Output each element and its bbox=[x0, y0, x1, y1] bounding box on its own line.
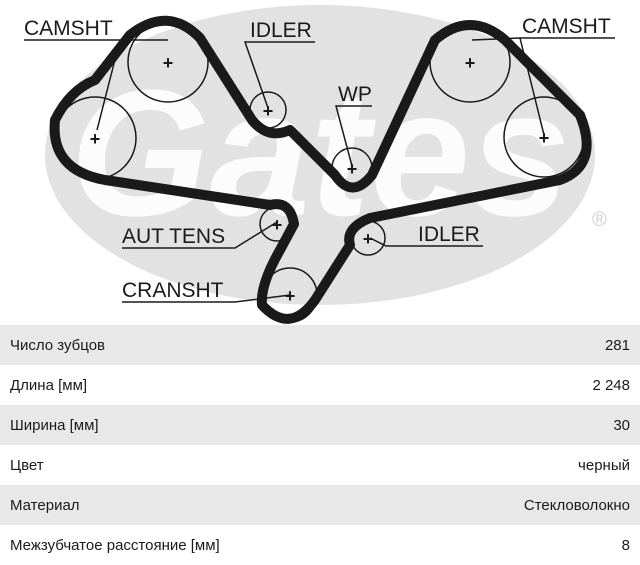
belt-diagram-svg: Gates ® + + + + + + + + + bbox=[24, 5, 615, 324]
spec-row-color: Цвет черный bbox=[0, 445, 640, 485]
plus-icon: + bbox=[465, 53, 476, 73]
timing-belt bbox=[49, 15, 592, 324]
spec-value: черный bbox=[578, 456, 630, 474]
spec-value: 30 bbox=[613, 416, 630, 434]
label-crankshaft: CRANSHT bbox=[122, 279, 224, 302]
spec-value: 2 248 bbox=[592, 376, 630, 394]
label-camshaft-left: CAMSHT bbox=[24, 17, 113, 40]
spec-row-width: Ширина [мм] 30 bbox=[0, 405, 640, 445]
leader-auto-tensioner bbox=[122, 221, 278, 249]
label-auto-tensioner: AUT TENS bbox=[122, 225, 225, 248]
spec-label: Материал bbox=[10, 496, 80, 514]
belt-routing-diagram: Gates ® + + + + + + + + + bbox=[24, 5, 615, 324]
leader-crankshaft bbox=[122, 294, 291, 303]
plus-icon: + bbox=[272, 215, 283, 235]
spec-value: 8 bbox=[621, 536, 630, 554]
leader-camshaft-right-2 bbox=[519, 37, 545, 136]
plus-icon: + bbox=[263, 101, 274, 121]
spec-row-material: Материал Стекловолокно bbox=[0, 485, 640, 525]
spec-label: Цвет bbox=[10, 456, 44, 474]
spec-label: Межзубчатое расстояние [мм] bbox=[10, 536, 220, 554]
plus-icon: + bbox=[163, 53, 174, 73]
label-idler-bottom: IDLER bbox=[418, 223, 480, 246]
leader-water-pump bbox=[335, 105, 372, 167]
spec-value: 281 bbox=[604, 336, 630, 354]
label-camshaft-right: CAMSHT bbox=[522, 15, 611, 38]
spec-row-teeth: Число зубцов 281 bbox=[0, 325, 640, 365]
registered-mark-icon: ® bbox=[592, 209, 607, 231]
spec-label: Число зубцов bbox=[10, 336, 106, 354]
plus-icon: + bbox=[90, 129, 101, 149]
spec-value: Стекловолокно bbox=[523, 496, 630, 514]
leader-idler-bottom bbox=[369, 237, 483, 247]
spec-row-length: Длина [мм] 2 248 bbox=[0, 365, 640, 405]
plus-icon: + bbox=[363, 229, 374, 249]
spec-table: Число зубцов 281 Длина [мм] 2 248 Ширина… bbox=[0, 325, 640, 565]
spec-label: Ширина [мм] bbox=[10, 416, 99, 434]
plus-icon: + bbox=[539, 128, 550, 148]
plus-icon: + bbox=[285, 286, 296, 306]
label-idler-top: IDLER bbox=[250, 19, 312, 42]
plus-icon: + bbox=[347, 159, 358, 179]
leader-camshaft-left-2 bbox=[96, 39, 121, 131]
leader-camshaft-right bbox=[471, 37, 615, 41]
spec-label: Длина [мм] bbox=[10, 376, 88, 394]
label-water-pump: WP bbox=[338, 83, 372, 106]
leader-idler-top bbox=[243, 41, 315, 109]
spec-row-pitch: Межзубчатое расстояние [мм] 8 bbox=[0, 525, 640, 565]
